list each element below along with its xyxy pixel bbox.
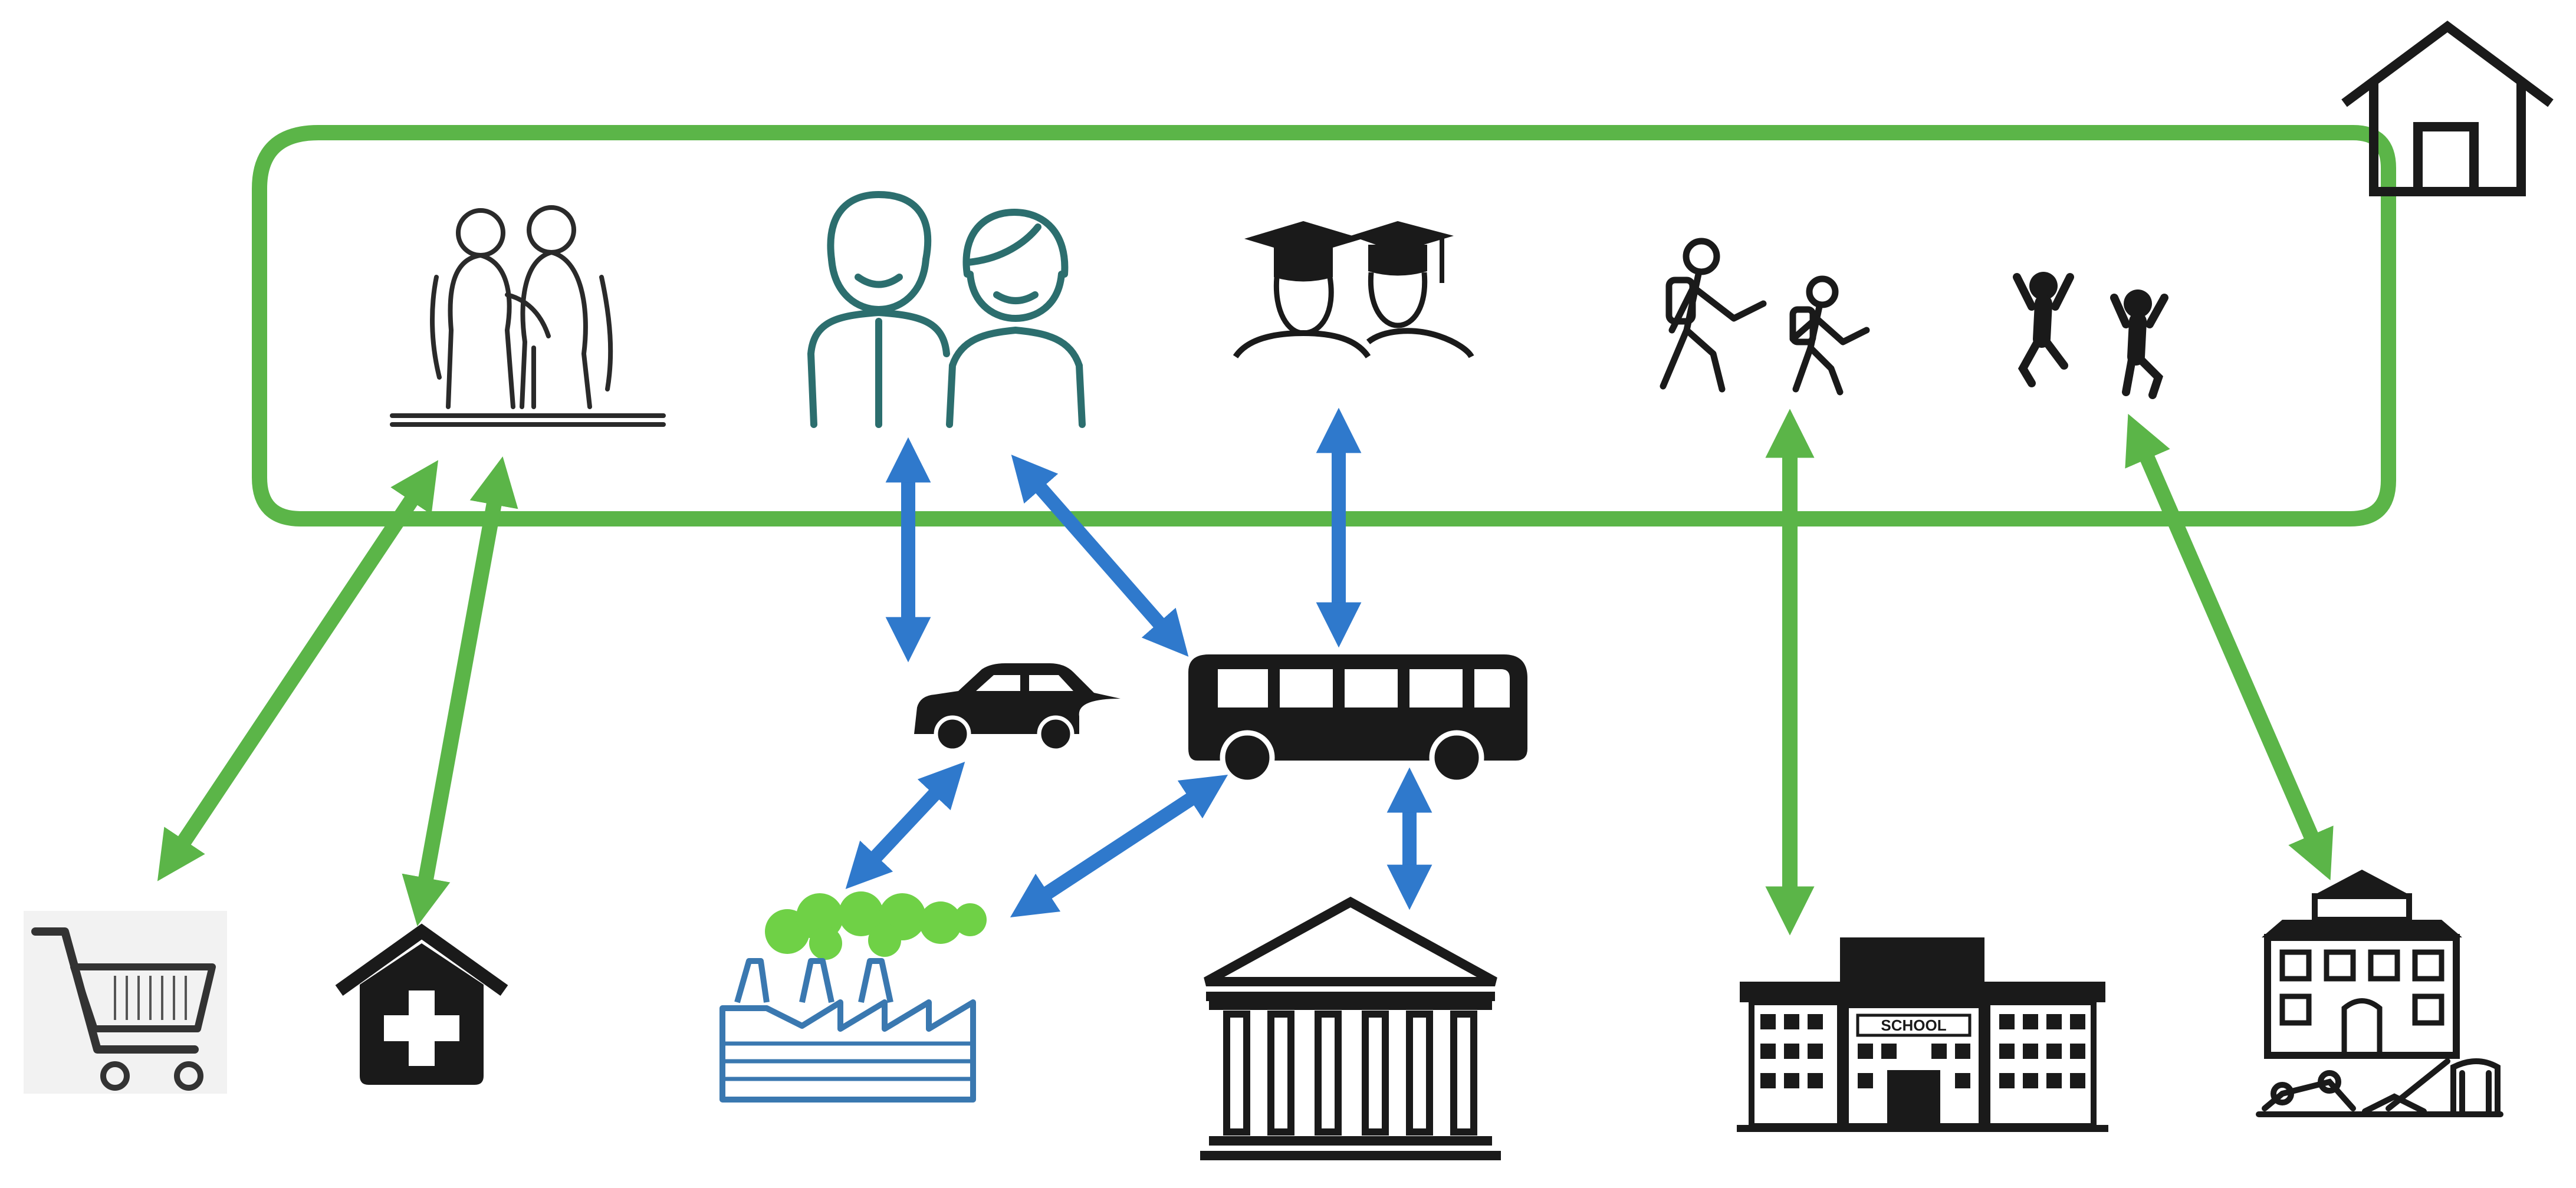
house-outline-icon <box>2341 21 2554 196</box>
arrow-car-factory <box>845 761 965 890</box>
adult-couple-icon <box>807 190 1086 428</box>
walking-students-icon <box>1660 238 1870 396</box>
bus-icon <box>1188 654 1527 785</box>
elderly-couple-icon <box>390 205 666 427</box>
factory-icon <box>719 891 987 1103</box>
car-icon <box>914 663 1121 753</box>
shopping-cart-icon <box>24 911 227 1094</box>
school-building-icon: SCHOOL <box>1737 937 2108 1132</box>
kindergarten-playground-icon <box>2256 870 2503 1117</box>
arrow-elderly-shopping <box>157 460 439 881</box>
household-frame <box>252 125 2396 526</box>
columned-building-icon <box>1200 896 1501 1160</box>
arrow-elderly-clinic <box>402 456 518 926</box>
arrow-bus-factory <box>1010 774 1228 918</box>
vehicle-arrows <box>845 407 1432 918</box>
arrow-adults-bus <box>1011 455 1189 657</box>
walk-arrows <box>157 409 2334 936</box>
clinic-icon <box>335 923 508 1085</box>
graduates-icon <box>1233 221 1474 358</box>
jumping-children-icon <box>2013 272 2168 399</box>
school-sign-text: SCHOOL <box>1881 1016 1946 1034</box>
arrow-children-kindergarten <box>2125 413 2334 881</box>
